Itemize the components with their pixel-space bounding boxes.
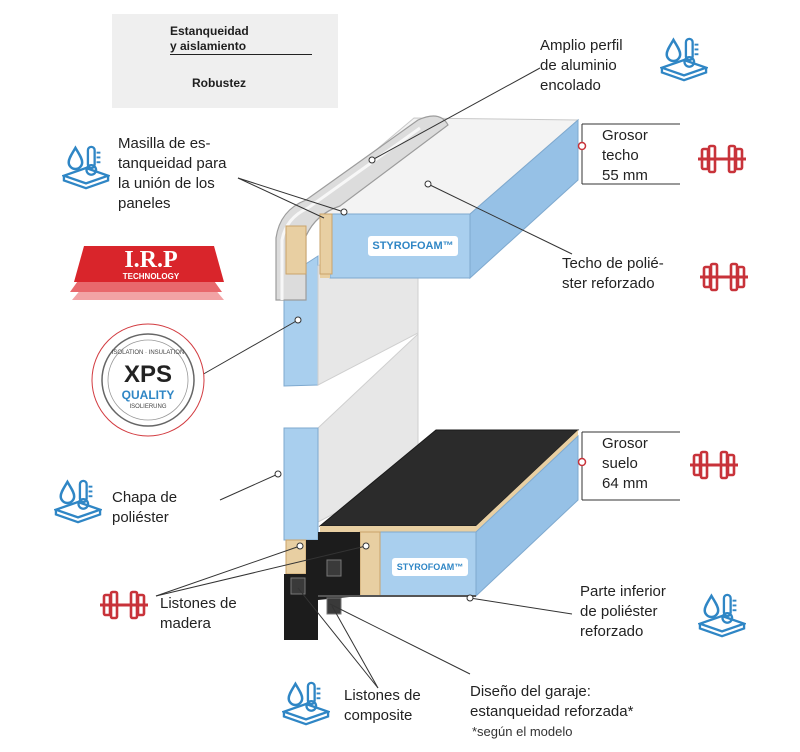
legend-robust-label: Robustez xyxy=(192,76,246,90)
dumbbell-icon xyxy=(688,450,740,480)
polyester-sheet-label: Chapa de poliéster xyxy=(112,489,178,526)
roof-thickness-label: Grosor techo 55 mm xyxy=(602,127,648,184)
wood-battens-label: Listones de madera xyxy=(160,595,237,632)
composite-battens-label: Listones de composite xyxy=(344,687,421,724)
water-insulation-icon xyxy=(54,479,102,524)
dumbbell-icon xyxy=(698,262,750,292)
water-insulation-icon xyxy=(282,681,330,726)
water-insulation-icon xyxy=(698,593,746,638)
dumbbell-icon xyxy=(696,144,748,174)
roof-polyester-label: Techo de polié- ster reforzado xyxy=(562,255,664,292)
irp-badge xyxy=(70,246,224,300)
xps-ring-top: ISOLATION · INSULATION xyxy=(111,350,185,356)
xps-badge xyxy=(91,323,205,437)
legend-water-label: Estanqueidad y aislamiento xyxy=(170,24,249,53)
garage-design-label: Diseño del garaje: estanqueidad reforzad… xyxy=(470,683,634,720)
irp-title: I.R.P xyxy=(124,247,178,273)
xps-ring-bottom: ISOLIERUNG xyxy=(129,404,167,410)
irp-subtitle: TECHNOLOGY xyxy=(122,272,180,281)
legend-divider xyxy=(170,54,312,55)
footnote: *según el modelo xyxy=(472,724,573,739)
legend: Estanqueidad y aislamiento Robustez xyxy=(112,14,338,108)
xps-title: XPS xyxy=(123,361,173,388)
floor-thickness-label: Grosor suelo 64 mm xyxy=(602,435,648,492)
aluminium-profile-label: Amplio perfil de aluminio encolado xyxy=(540,37,623,94)
xps-subtitle: QUALITY xyxy=(121,388,175,402)
styrofoam-floor-label: STYROFOAM™ xyxy=(392,558,468,576)
water-insulation-icon xyxy=(62,145,110,190)
underside-label: Parte inferior de poliéster reforzado xyxy=(580,583,666,640)
sealant-label: Masilla de es- tanqueidad para la unión … xyxy=(118,135,227,212)
dumbbell-icon xyxy=(98,590,150,620)
water-insulation-icon xyxy=(660,37,708,82)
styrofoam-roof-label: STYROFOAM™ xyxy=(368,236,458,256)
